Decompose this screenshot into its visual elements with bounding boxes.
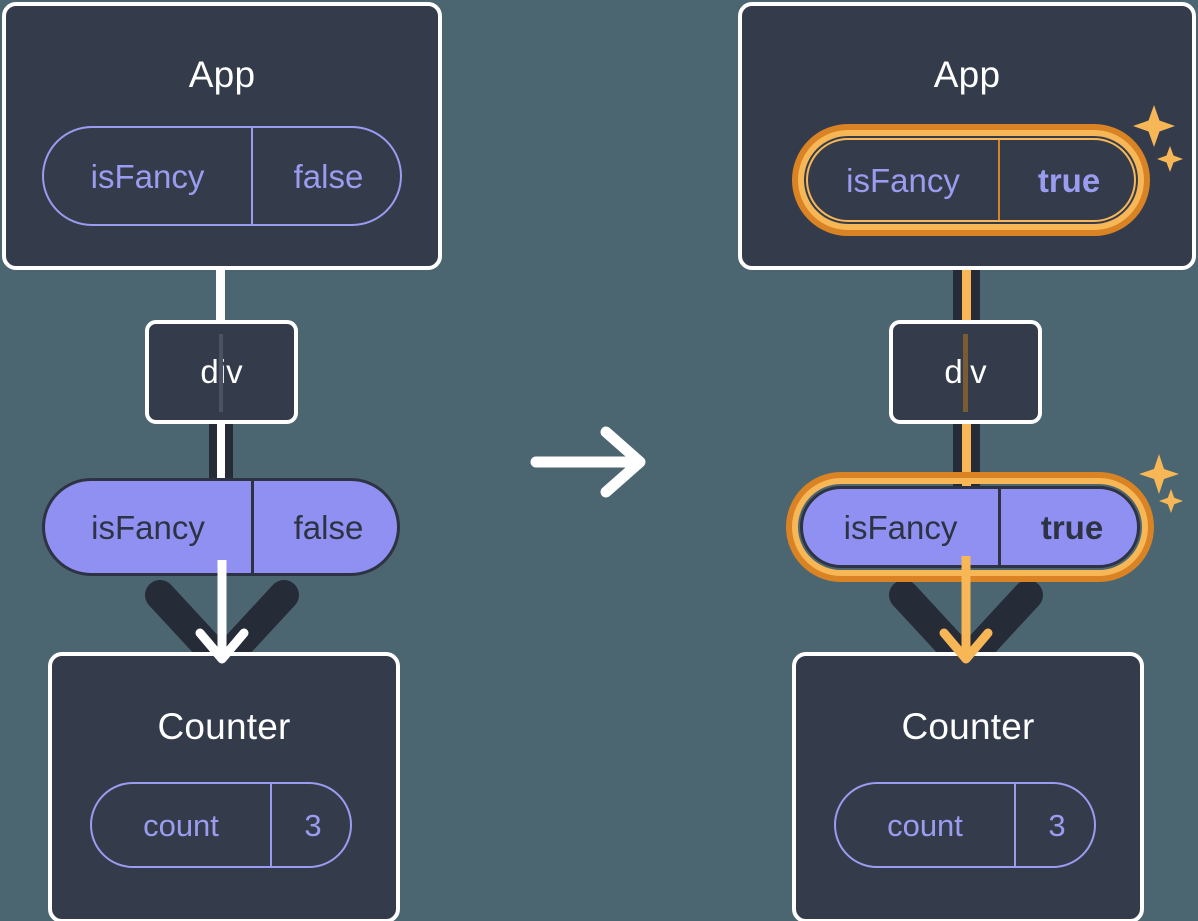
prop-pill-before[interactable]: isFancy false bbox=[42, 478, 400, 576]
transition-arrow bbox=[530, 426, 646, 498]
connector-div-to-pill-after-right bbox=[971, 414, 980, 486]
prop-pill-name-after: isFancy bbox=[843, 508, 958, 546]
arrow-to-counter-before bbox=[195, 560, 249, 664]
app-title-after: App bbox=[933, 54, 1001, 95]
counter-title-after: Counter bbox=[901, 706, 1035, 747]
sparkle-large-icon-prop bbox=[1139, 454, 1179, 494]
connector-app-to-div-after-core bbox=[962, 218, 971, 332]
app-prop-name-before: isFancy bbox=[90, 157, 205, 195]
prop-pill-value-after: true bbox=[998, 489, 1143, 565]
counter-state-value-after: 3 bbox=[1014, 784, 1098, 866]
app-prop-pill-after[interactable]: isFancy true bbox=[792, 124, 1150, 236]
connector-app-to-div-before bbox=[216, 248, 225, 328]
connector-div-to-pill-before-2 bbox=[225, 414, 233, 486]
app-prop-highlight-ring-inner bbox=[798, 130, 1144, 230]
connector-app-to-div-after-left bbox=[953, 240, 962, 332]
prop-pill-name-before: isFancy bbox=[91, 508, 205, 546]
sparkle-small-icon-app bbox=[1157, 146, 1183, 172]
counter-state-value-before: 3 bbox=[270, 784, 354, 866]
connector-div-to-pill-after-left bbox=[953, 414, 962, 486]
counter-title-before: Counter bbox=[157, 706, 291, 747]
prop-pill-body-after: isFancy true bbox=[800, 486, 1140, 568]
prop-pill-value-before: false bbox=[251, 481, 403, 573]
counter-state-name-after: count bbox=[887, 807, 963, 843]
app-title-before: App bbox=[188, 54, 256, 95]
app-prop-pill-before[interactable]: isFancy false bbox=[42, 126, 402, 226]
connector-ghost-through-div-after bbox=[963, 334, 968, 412]
sparkle-large-icon-app bbox=[1133, 105, 1175, 147]
sparkle-small-icon-prop bbox=[1159, 489, 1183, 513]
counter-state-name-before: count bbox=[143, 807, 219, 843]
app-prop-value-after: true bbox=[998, 140, 1138, 220]
connector-div-to-pill-before-center bbox=[217, 414, 225, 486]
counter-state-pill-before[interactable]: count 3 bbox=[90, 782, 352, 868]
app-prop-highlight-ring-outer bbox=[792, 124, 1150, 236]
arrow-to-counter-after bbox=[939, 556, 993, 664]
connector-div-to-pill-after-core bbox=[962, 414, 971, 486]
connector-div-to-pill-before bbox=[209, 414, 217, 486]
counter-state-pill-after[interactable]: count 3 bbox=[834, 782, 1096, 868]
connector-app-to-div-after-right bbox=[971, 240, 980, 332]
app-prop-name-after: isFancy bbox=[846, 161, 960, 199]
app-prop-value-before: false bbox=[251, 128, 404, 224]
connector-ghost-through-div-before bbox=[219, 334, 223, 412]
app-prop-pill-body-after: isFancy true bbox=[806, 138, 1136, 222]
